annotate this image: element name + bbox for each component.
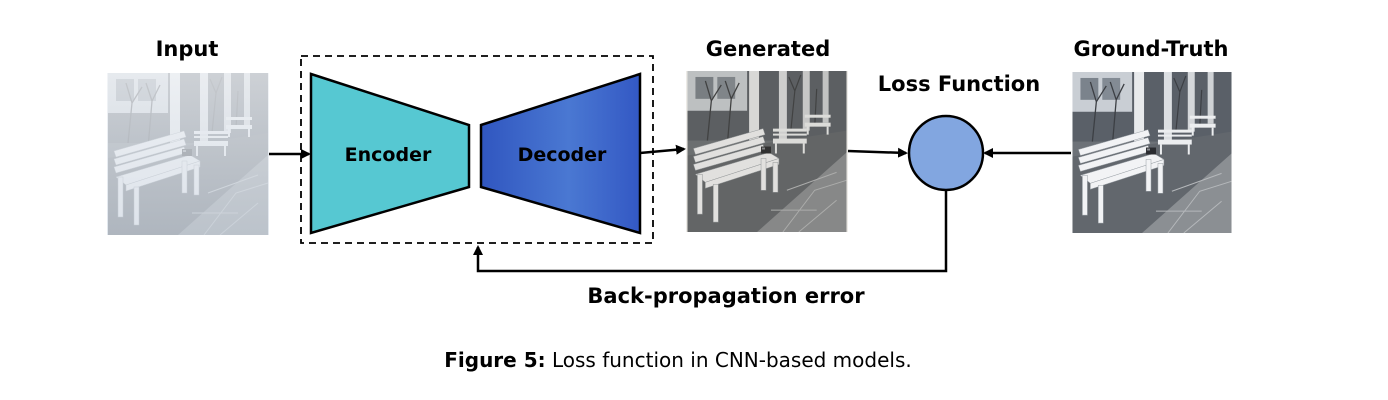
ground-truth-image: [1071, 72, 1233, 233]
ground-truth-label: Ground-Truth: [1074, 37, 1229, 61]
generated-label: Generated: [706, 37, 831, 61]
decoder-label: Decoder: [518, 144, 607, 166]
decoder-block: [479, 72, 642, 235]
backprop-arrow: [473, 190, 948, 273]
loss-function-label: Loss Function: [878, 72, 1040, 96]
input-label: Input: [156, 37, 219, 61]
encoder-label: Encoder: [345, 144, 432, 166]
loss-function-node: [907, 114, 985, 192]
decoder-to-generated-arrow: [639, 144, 686, 155]
generated-to-loss-arrow: [847, 147, 908, 158]
input-image: [107, 73, 269, 235]
figure-caption: Figure 5: Loss function in CNN-based mod…: [444, 348, 912, 372]
encoder-block: [309, 72, 471, 235]
caption-prefix: Figure 5:: [444, 348, 545, 372]
caption-text: Loss function in CNN-based models.: [546, 348, 912, 372]
backprop-label: Back-propagation error: [587, 284, 865, 308]
generated-image: [686, 71, 848, 232]
